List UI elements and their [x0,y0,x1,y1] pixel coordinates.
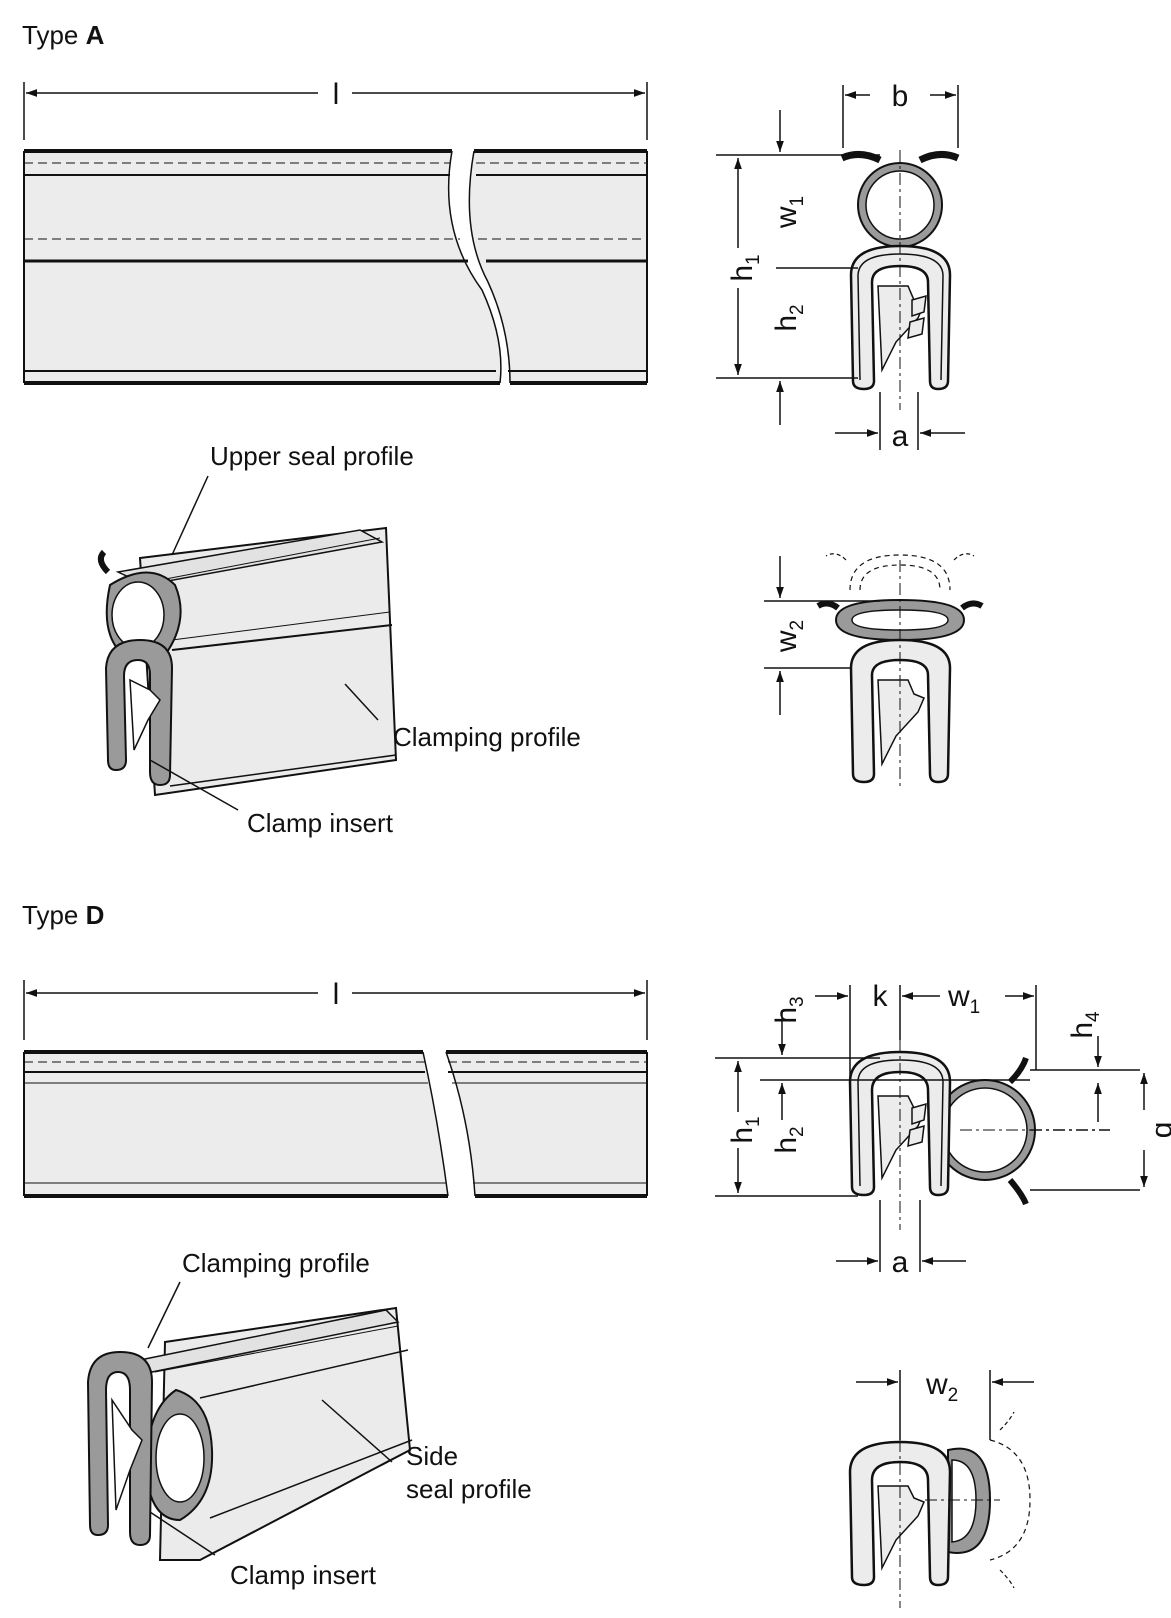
type-d-cross-dims [715,985,1148,1272]
type-a-isometric-view [97,526,398,797]
type-a-side-view [23,149,648,385]
type-a-clamping-label: Clamping profile [393,722,581,752]
type-d-title: Type D [22,900,104,930]
type-a-b-label: b [892,80,909,113]
type-a-h2-label: h2 [770,304,808,331]
type-a-w1-label: w1 [770,196,808,229]
type-a-clamp-insert-label: Clamp insert [247,808,394,838]
type-a-upper-seal-label: Upper seal profile [210,441,414,471]
type-d-length-dimension [23,980,648,1040]
type-d-side-seal-label-2: seal profile [406,1474,532,1504]
type-d-k-label: k [873,980,889,1013]
type-d-b-label: b [1149,1122,1171,1139]
type-d-side-seal-label-1: Side [406,1441,458,1471]
type-d-w2-label: w2 [925,1368,958,1406]
type-d-clamping-label: Clamping profile [182,1248,370,1278]
type-a-h1-label: h1 [726,254,764,281]
type-d-h1-label: h1 [726,1116,764,1143]
type-a-a-label: a [892,420,909,453]
type-d-clamp-insert-label: Clamp insert [230,1560,377,1590]
type-d-w2-dims [856,1370,1034,1440]
type-d-h2-label: h2 [770,1126,808,1153]
type-a-l-label: l [333,78,340,111]
type-d-cross-section [848,1040,1036,1230]
type-a-iso-leaders [149,475,379,811]
type-a-compressed-section [816,553,984,790]
type-d-l-label: l [333,978,340,1011]
type-d-h4-label: h4 [1066,1011,1104,1039]
type-d-h3-label: h3 [770,996,808,1023]
type-d-w1-label: w1 [947,980,980,1018]
type-d-iso-leaders [147,1281,393,1556]
type-a-cross-dims [716,85,965,450]
type-d-a-label: a [892,1246,909,1279]
type-d-compressed-section [848,1411,1031,1608]
type-a-cross-section [840,150,960,410]
type-d-isometric-view [86,1306,413,1561]
type-a-w2-dims [764,556,880,715]
type-d-side-view [23,1050,648,1198]
type-a-title: Type A [22,20,105,50]
type-a-length-dimension [23,82,648,140]
type-a-w2-label: w2 [770,620,808,653]
